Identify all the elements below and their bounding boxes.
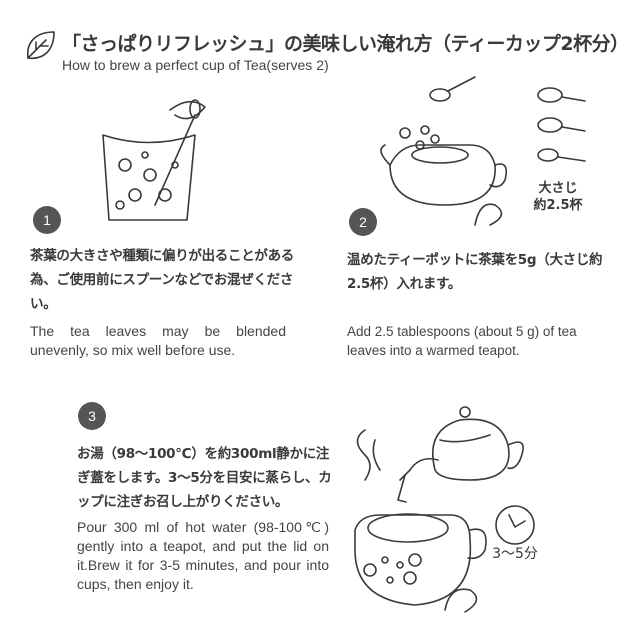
step-2-instruction-jp: 温めたティーポットに茶葉を5g（大さじ約2.5杯）入れます。	[347, 252, 603, 292]
step-3-instruction-jp: お湯（98～100℃）を約300ml静かに注ぎ蓋をします。3～5分を目安に蒸らし…	[77, 446, 332, 510]
brew-time-label: 3～5分	[492, 546, 538, 562]
page-subtitle: How to brew a perfect cup of Tea(serves …	[62, 57, 329, 73]
spoon-amount-line1: 大さじ	[538, 181, 578, 196]
clock-icon	[495, 505, 535, 545]
spoon-amount-label: 大さじ 約2.5杯	[528, 180, 588, 214]
step-1-instruction-en: The tea leaves may be blended unevenly, …	[30, 323, 286, 358]
tea-bag-mixing-illustration	[102, 99, 206, 221]
leaf-icon	[27, 31, 55, 59]
step-2-badge: 2	[349, 208, 377, 236]
step-2-instruction-en: Add 2.5 tablespoons (about 5 g) of tea l…	[347, 324, 577, 358]
step-1-instruction-jp: 茶葉の大きさや種類に偏りが出ることがある為、ご使用前にスプーンなどでお混ぜくださ…	[30, 248, 294, 312]
pouring-teapot-illustration	[354, 406, 524, 613]
step-3-instruction-en: Pour 300 ml of hot water (98-100℃) gentl…	[77, 519, 329, 592]
step-1-badge: 1	[33, 206, 61, 234]
step-3-badge: 3	[78, 402, 106, 430]
spoon-amount-line2: 約2.5杯	[533, 198, 583, 213]
page-title: 「さっぱりリフレッシュ」の美味しい淹れ方（ティーカップ2杯分）	[62, 33, 620, 55]
teapot-with-leaves-illustration	[380, 76, 586, 226]
